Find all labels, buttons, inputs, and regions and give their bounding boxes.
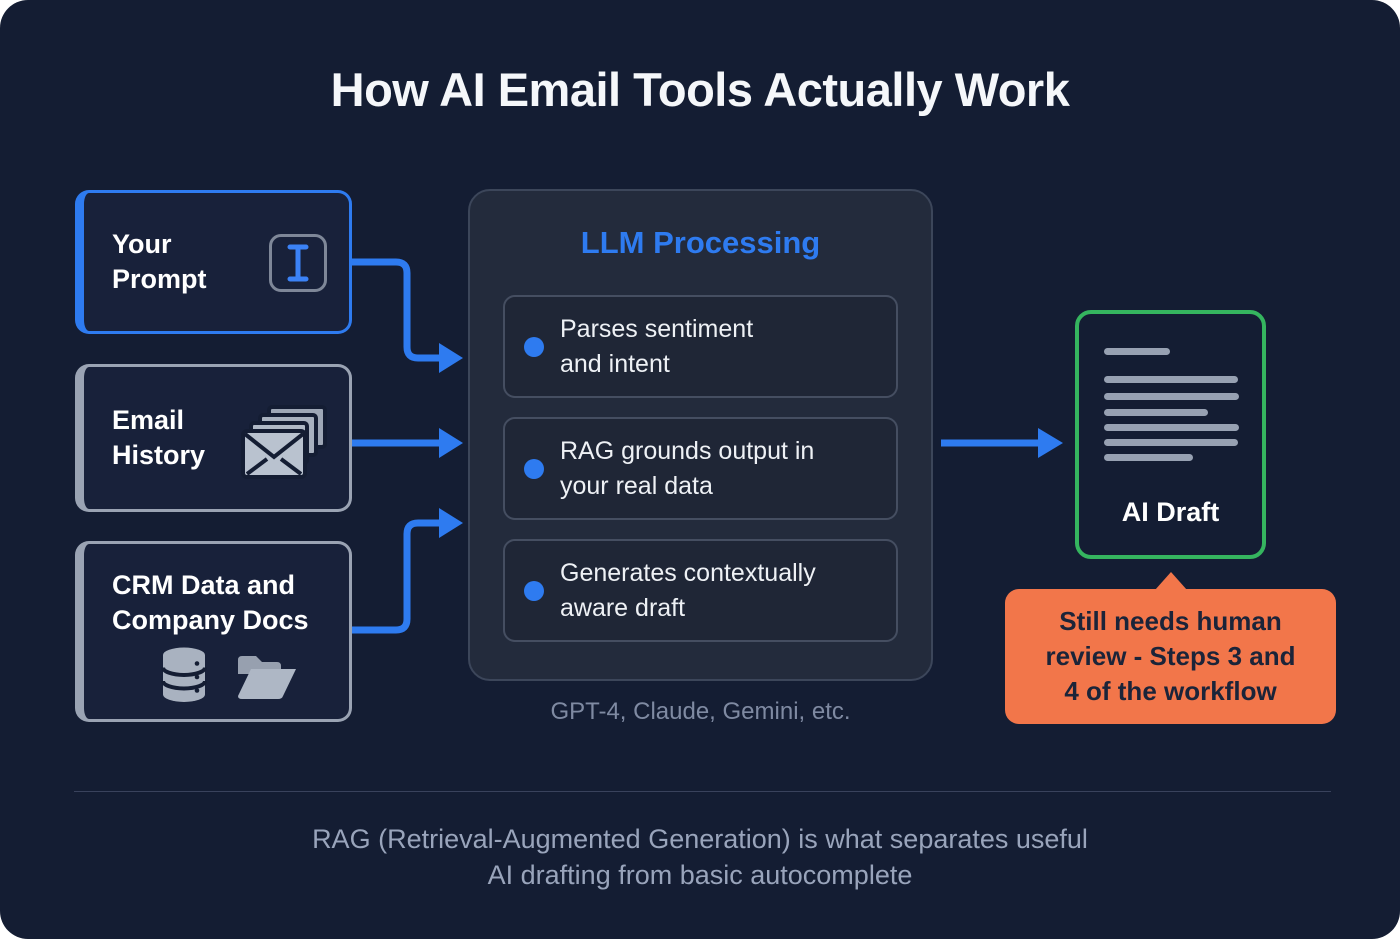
llm-panel-title: LLM Processing bbox=[580, 225, 821, 260]
input-card-your-prompt: Your Prompt bbox=[75, 190, 352, 334]
ai-draft-label: AI Draft bbox=[1121, 497, 1220, 527]
arrow-prompt-to-llm bbox=[352, 258, 439, 362]
page-title: How AI Email Tools Actually Work bbox=[330, 63, 1070, 116]
llm-models-caption: GPT-4, Claude, Gemini, etc. bbox=[550, 698, 851, 725]
llm-item-text: RAG grounds output in your real data bbox=[560, 437, 815, 500]
llm-item-text: Generates contextually aware draft bbox=[560, 559, 816, 622]
crm-docs-label: CRM Data and Company Docs bbox=[112, 570, 309, 636]
folder-icon bbox=[234, 650, 298, 709]
arrow-crm-to-llm bbox=[352, 519, 439, 634]
input-card-crm-docs: CRM Data and Company Docs bbox=[75, 541, 352, 722]
llm-items-list: Parses sentiment and intent RAG grounds … bbox=[503, 295, 898, 642]
arrowhead-prompt-to-llm bbox=[439, 343, 463, 373]
arrowhead-email-to-llm bbox=[439, 428, 463, 458]
footer-divider bbox=[74, 791, 1331, 792]
bullet-dot-icon bbox=[524, 580, 544, 601]
ai-draft-card: AI Draft bbox=[1075, 310, 1266, 559]
input-card-email-history: Email History bbox=[75, 364, 352, 512]
llm-processing-panel: LLM Processing Parses sentiment and inte… bbox=[468, 189, 933, 681]
llm-item-rag: RAG grounds output in your real data bbox=[503, 417, 898, 520]
email-history-label: Email History bbox=[112, 404, 206, 470]
bullet-dot-icon bbox=[524, 336, 544, 357]
callout-pointer-icon bbox=[1154, 572, 1187, 590]
arrowhead-llm-to-draft bbox=[1038, 428, 1063, 458]
your-prompt-label: Your Prompt bbox=[112, 228, 207, 294]
llm-item-text: Parses sentiment and intent bbox=[560, 315, 754, 378]
crm-icons-row bbox=[160, 646, 298, 709]
llm-item-generates: Generates contextually aware draft bbox=[503, 539, 898, 642]
text-cursor-icon bbox=[269, 234, 327, 292]
llm-item-parses: Parses sentiment and intent bbox=[503, 295, 898, 398]
arrowhead-crm-to-llm bbox=[439, 508, 463, 538]
human-review-callout: Still needs human review - Steps 3 and 4… bbox=[1005, 572, 1336, 725]
footer-note: RAG (Retrieval-Augmented Generation) is … bbox=[312, 824, 1088, 890]
bullet-dot-icon bbox=[524, 458, 544, 479]
database-icon bbox=[160, 646, 208, 709]
envelope-stack-icon bbox=[241, 405, 329, 484]
